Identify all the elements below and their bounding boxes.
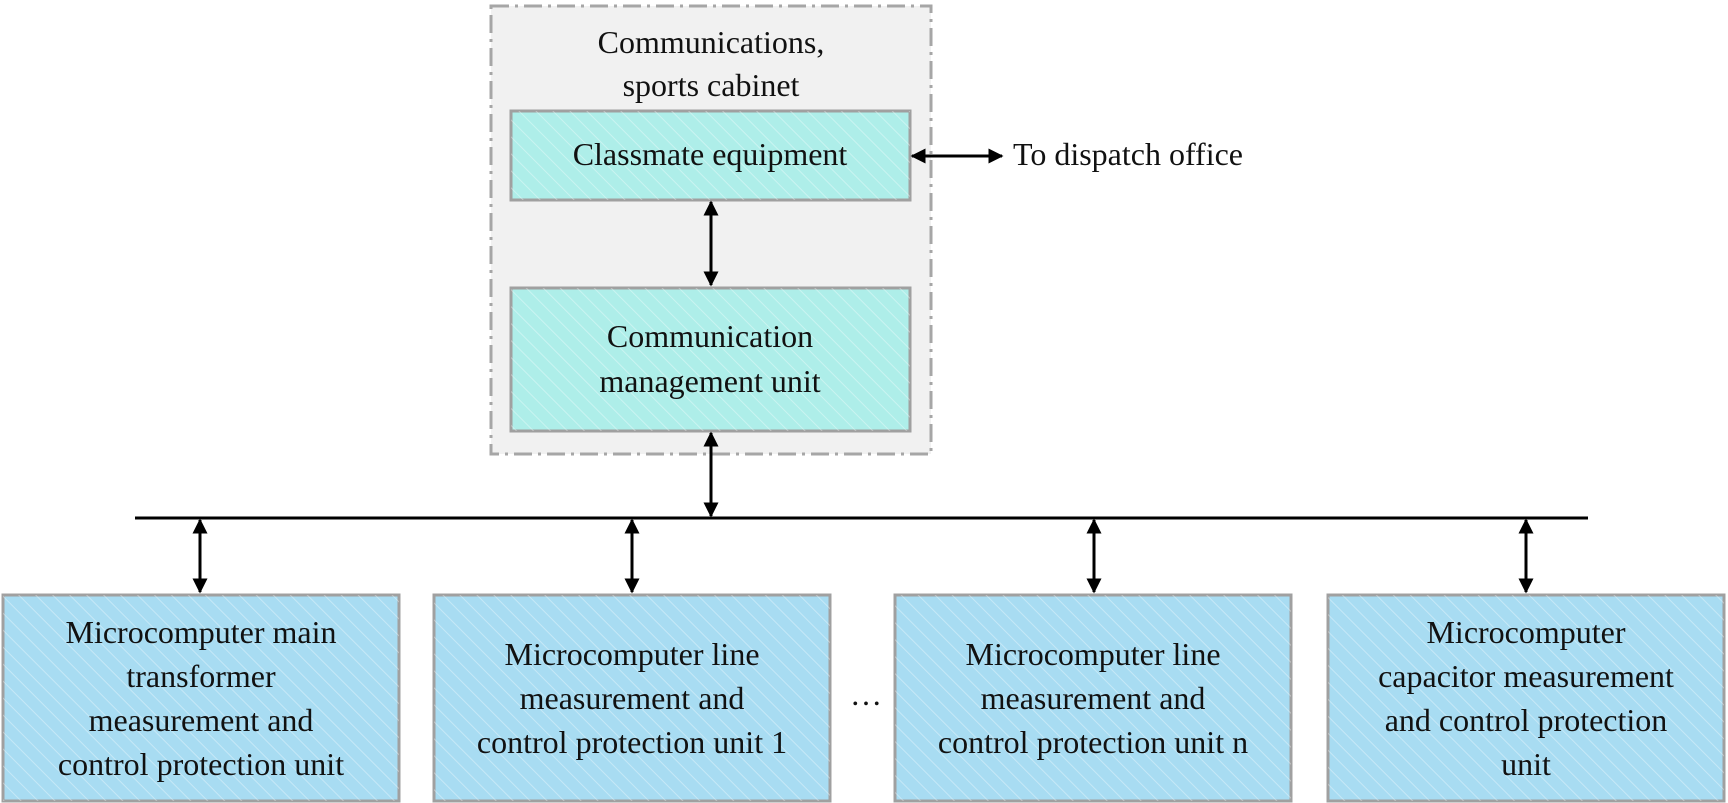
comm-management-unit-line2: management unit [599,363,820,399]
unit1-line4: control protection unit [58,746,344,782]
unit-main-transformer-box: Microcomputer main transformer measureme… [1,593,401,803]
unit2-line3: control protection unit 1 [477,724,787,760]
unit-capacitor-box: Microcomputer capacitor measurement and … [1326,593,1726,803]
cabinet-title-line1: Communications, [598,24,825,60]
unit1-line3: measurement and [89,702,314,738]
comm-management-unit-line1: Communication [607,318,813,354]
unit1-line1: Microcomputer main [65,614,336,650]
unit4-line4: unit [1501,746,1551,782]
dispatch-label: To dispatch office [1013,136,1243,172]
unit-line-1-box: Microcomputer line measurement and contr… [432,593,832,803]
unit2-line2: measurement and [520,680,745,716]
unit3-line2: measurement and [981,680,1206,716]
unit4-line1: Microcomputer [1426,614,1625,650]
unit1-line2: transformer [126,658,276,694]
unit3-line3: control protection unit n [938,724,1248,760]
ellipsis: … [850,676,882,712]
comm-management-unit-box: Communication management unit [509,286,912,433]
unit4-line2: capacitor measurement [1378,658,1674,694]
unit-line-n-box: Microcomputer line measurement and contr… [893,593,1293,803]
classmate-equipment-box: Classmate equipment [509,109,912,202]
unit3-line1: Microcomputer line [965,636,1220,672]
unit4-line3: and control protection [1385,702,1668,738]
cabinet-title-line2: sports cabinet [623,67,800,103]
unit2-line1: Microcomputer line [504,636,759,672]
classmate-equipment-label: Classmate equipment [573,136,848,172]
